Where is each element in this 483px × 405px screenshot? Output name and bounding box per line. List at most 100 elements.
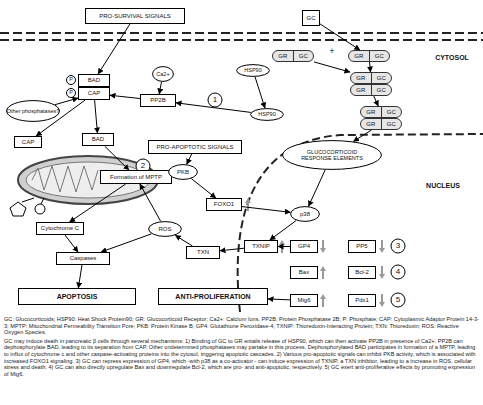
ellipse-node: p38 (290, 206, 320, 222)
phosphate-label: P (66, 76, 76, 82)
process-box: Bax (290, 266, 318, 279)
node-text: PRO-APOPTOTIC SIGNALS (156, 144, 233, 151)
node-text: ROS (158, 226, 171, 233)
receptor-complex: GRGC (350, 84, 392, 96)
connector-arrow (176, 103, 251, 113)
node-text: GC (294, 51, 314, 61)
connector-arrow (320, 24, 360, 50)
node-text: Ca2+ (156, 71, 169, 77)
abbreviation-note: GC: Glucocorticoids; HSP90: Heat Shock P… (4, 316, 479, 336)
ellipse-node: HSP90 (250, 108, 284, 121)
node-text: HSP90 (258, 111, 275, 117)
up-arrow (320, 294, 326, 307)
up-arrow (245, 198, 251, 211)
process-box: ANTI-PROLIFERATION (158, 288, 268, 305)
node-text: GR (361, 107, 382, 117)
connector-arrow (255, 77, 265, 108)
node-text: GC (372, 73, 392, 83)
node-text: Cytochrome C (41, 225, 79, 232)
process-box: FOXO1 (206, 198, 242, 211)
node-text: PRO-SURVIVAL SIGNALS (99, 13, 171, 20)
down-arrow (379, 266, 385, 279)
connector-arrow (175, 235, 192, 246)
connector-arrow (278, 246, 290, 247)
connector-arrow (110, 95, 140, 98)
down-arrow (320, 240, 326, 253)
connector-arrow (309, 170, 326, 206)
receptor-complex: GRGC (360, 106, 402, 118)
ellipse-shape (169, 165, 198, 180)
node-text: Mig6 (297, 297, 310, 304)
connector-arrow (191, 179, 215, 198)
ellipse-node: ROS (148, 221, 182, 237)
protein-circle (35, 204, 45, 214)
process-box: APOPTOSIS (18, 288, 136, 305)
callout-circle (391, 293, 405, 307)
figure-caption: GC may induce death in pancreatic β cell… (4, 338, 479, 378)
ellipse-node: GLUCOCORTICOID RESPONSE ELEMENTS (282, 140, 382, 170)
node-text: BAD (88, 77, 100, 84)
callout-number: 5 (391, 296, 405, 305)
process-box: CAP (14, 136, 42, 148)
callout-circle (391, 265, 405, 279)
node-text: TXNIP (252, 243, 270, 250)
receptor-complex: GRGC (350, 72, 392, 84)
down-arrow (379, 240, 385, 253)
process-box: TXNIP (244, 240, 278, 253)
node-text: Bax (299, 269, 309, 276)
node-text: CAP (22, 139, 34, 146)
ellipse-shape (237, 65, 270, 77)
phosphate-circle (67, 89, 76, 98)
process-box: Bcl-2 (348, 266, 376, 279)
membrane-line (0, 39, 483, 41)
node-text: Caspases (70, 255, 97, 262)
node-text: ANTI-PROLIFERATION (175, 293, 250, 301)
process-box: CAP (78, 87, 110, 100)
release-line (22, 198, 34, 202)
connector-arrow (70, 184, 126, 222)
process-box: Mig6 (290, 294, 318, 307)
up-arrow (279, 240, 285, 253)
callout-number: 1 (208, 96, 222, 105)
receptor-complex: GRGC (360, 118, 402, 130)
process-box: PRO-APOPTOTIC SIGNALS (148, 140, 242, 154)
connector-arrow (187, 154, 192, 164)
connector-arrow (314, 62, 350, 72)
node-text: GC (382, 119, 402, 129)
connector-arrow (105, 146, 129, 170)
process-box: GP4 (290, 240, 318, 253)
connector-arrow (369, 62, 371, 72)
node-text: GR (351, 85, 372, 95)
node-text: FOXO1 (214, 201, 234, 208)
node-text: GC (307, 15, 316, 22)
ellipse-shape (291, 207, 320, 222)
node-text: GR (273, 51, 294, 61)
connector-arrow (98, 24, 130, 74)
callout-number: 4 (391, 268, 405, 277)
node-text: HSP90 (244, 67, 261, 73)
process-box: GC (302, 10, 320, 26)
receptor-complex: GRGC (272, 50, 314, 62)
node-text: Formation of MPTP (110, 174, 162, 181)
node-text: TXN (197, 249, 209, 256)
up-arrow (320, 266, 326, 279)
connector-arrow (374, 96, 379, 106)
caption-area: GC: Glucocorticoids; HSP90: Heat Shock P… (4, 316, 479, 379)
receptor-complex: GRGC (348, 50, 390, 62)
node-text: GLUCOCORTICOID RESPONSE ELEMENTS (296, 149, 368, 161)
connector-arrow (353, 130, 371, 141)
node-text: p38 (300, 211, 310, 218)
node-text: CAP (88, 90, 100, 97)
node-text: GC (382, 107, 402, 117)
phosphate-label: P (66, 89, 76, 95)
node-text: PKB (177, 169, 189, 176)
process-box: Cytochrome C (36, 222, 84, 235)
process-box: Pdx1 (348, 294, 376, 307)
release-line (41, 198, 44, 204)
node-text: GR (361, 119, 382, 129)
protein-pentagon (10, 202, 26, 216)
node-text: GR (349, 51, 370, 61)
compartment-label: NUCLEUS (420, 182, 466, 190)
connector-arrow (220, 248, 244, 250)
